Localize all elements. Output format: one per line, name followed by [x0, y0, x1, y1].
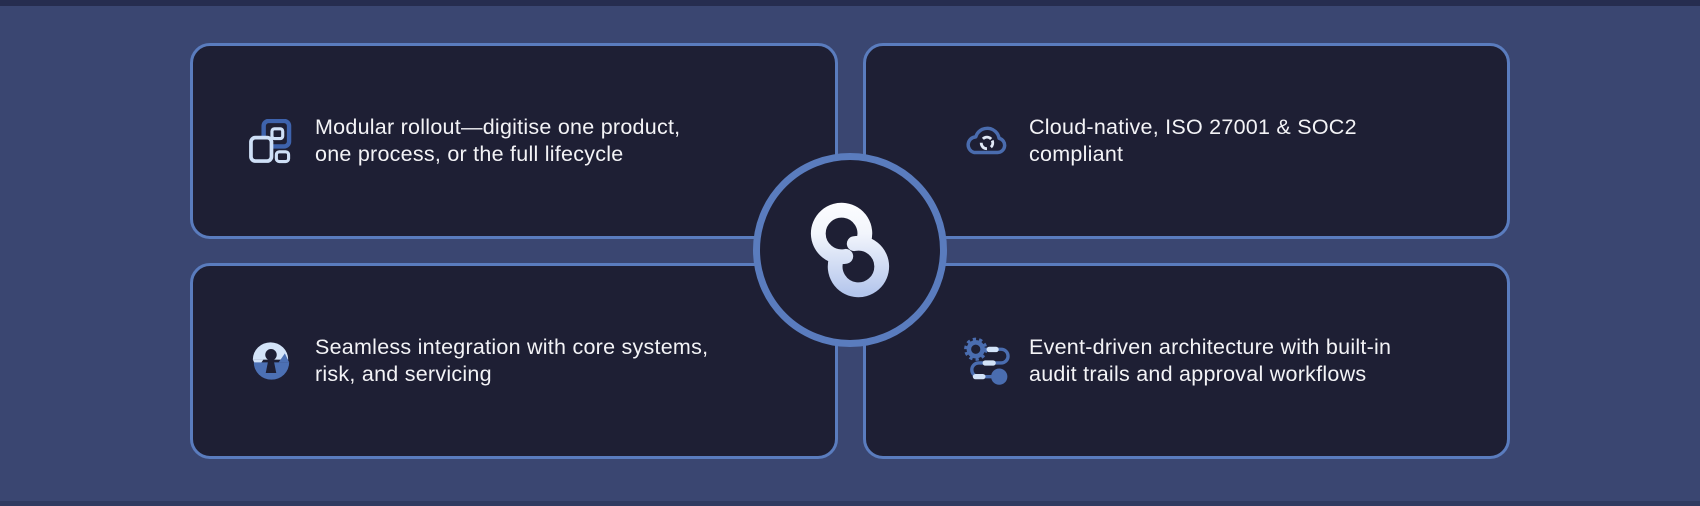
card-line: audit trails and approval workflows	[1029, 362, 1367, 386]
brand-logo-badge	[753, 153, 947, 347]
workflow-icon	[963, 336, 1013, 386]
card-modular-rollout: Modular rollout—digitise one product, on…	[190, 43, 838, 239]
card-modular-rollout-text: Modular rollout—digitise one product, on…	[315, 114, 680, 168]
brand-logo-icon	[810, 202, 890, 298]
card-cloud-native: Cloud-native, ISO 27001 & SOC2 compliant	[863, 43, 1510, 239]
modules-icon	[249, 118, 299, 164]
card-line: Modular rollout—digitise one product,	[315, 115, 681, 139]
bottom-edge-strip	[0, 501, 1700, 506]
card-line: risk, and servicing	[315, 362, 492, 386]
top-edge-strip	[0, 0, 1700, 6]
card-line: Event-driven architecture with built-in	[1029, 335, 1392, 359]
card-line: compliant	[1029, 142, 1124, 166]
card-event-driven: Event-driven architecture with built-in …	[863, 263, 1510, 459]
card-event-driven-text: Event-driven architecture with built-in …	[1029, 334, 1391, 388]
card-seamless-integration-text: Seamless integration with core systems, …	[315, 334, 708, 388]
card-line: Seamless integration with core systems,	[315, 335, 709, 359]
card-cloud-native-text: Cloud-native, ISO 27001 & SOC2 compliant	[1029, 114, 1357, 168]
card-line: one process, or the full lifecycle	[315, 142, 624, 166]
card-line: Cloud-native, ISO 27001 & SOC2	[1029, 115, 1357, 139]
cloud-sync-icon	[963, 122, 1013, 160]
card-seamless-integration: Seamless integration with core systems, …	[190, 263, 838, 459]
secure-sync-lock-icon	[249, 339, 299, 383]
